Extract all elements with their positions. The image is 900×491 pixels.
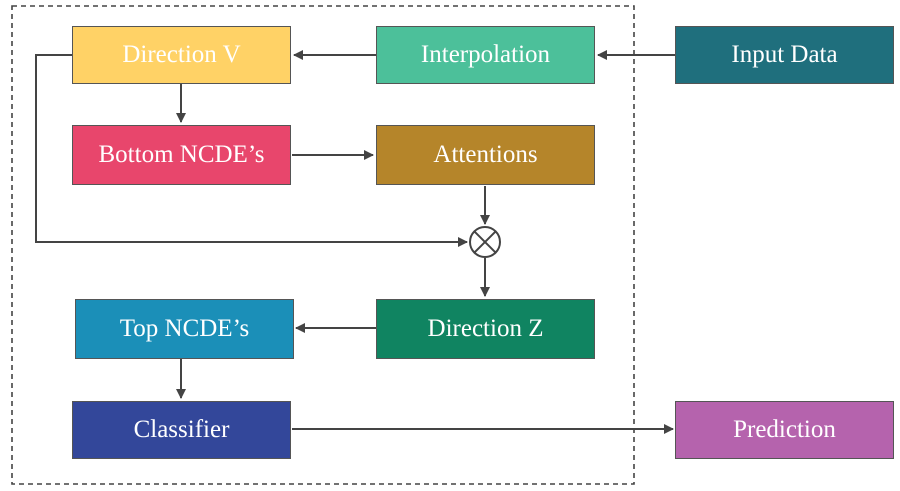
model-boundary xyxy=(11,5,635,485)
attentions-node: Attentions xyxy=(376,125,595,185)
interpolation-node: Interpolation xyxy=(376,26,595,84)
classifier-node: Classifier xyxy=(72,401,291,459)
prediction-node: Prediction xyxy=(675,401,894,459)
direction-z-node: Direction Z xyxy=(376,299,595,359)
input-data-node: Input Data xyxy=(675,26,894,84)
direction-v-node: Direction V xyxy=(72,26,291,84)
edge-direction-v-to-multiply xyxy=(35,54,468,247)
top-ncde-node: Top NCDE’s xyxy=(75,299,294,359)
multiply-operator-icon xyxy=(469,226,501,258)
bottom-ncde-node: Bottom NCDE’s xyxy=(72,125,291,185)
